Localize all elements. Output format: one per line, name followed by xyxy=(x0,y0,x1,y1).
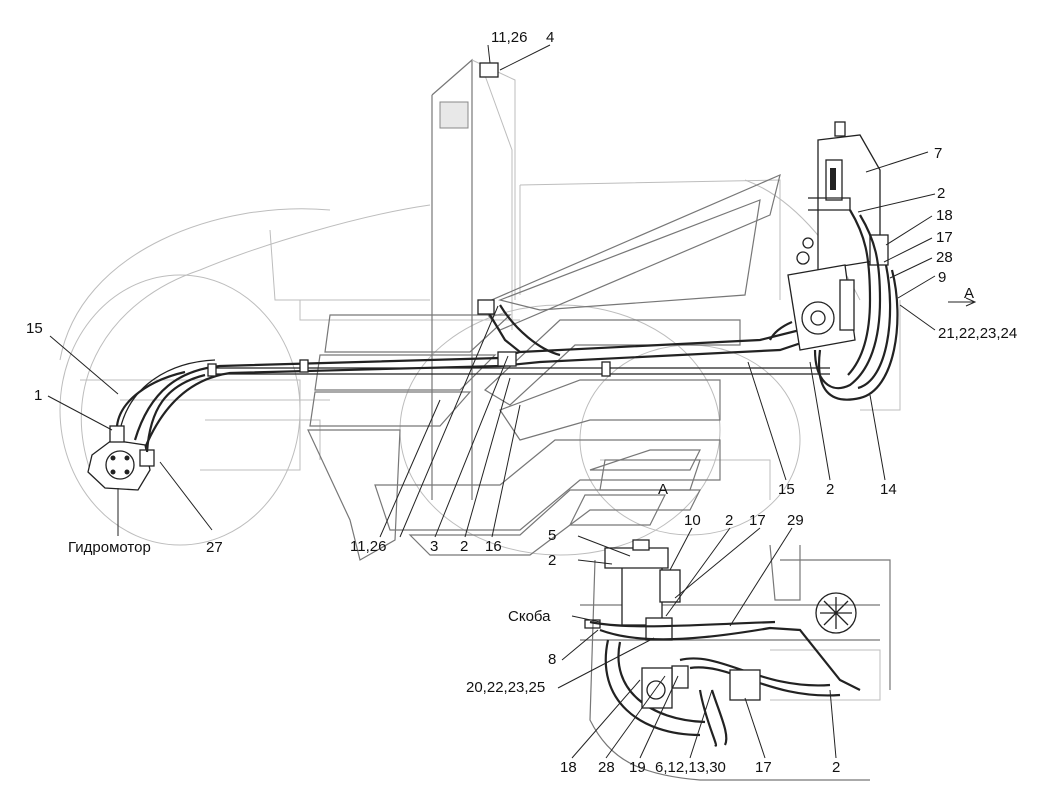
label-19: 19 xyxy=(629,759,646,776)
label-27: 27 xyxy=(206,539,223,556)
label-5: 5 xyxy=(548,527,556,544)
label-11-26-top: 11,26 xyxy=(491,29,527,46)
label-21-22-23-24: 21,22,23,24 xyxy=(938,325,1017,342)
label-6-12-13-30: 6,12,13,30 xyxy=(655,759,726,776)
label-2-detail: 2 xyxy=(725,512,733,529)
label-14: 14 xyxy=(880,481,897,498)
label-17-detail: 17 xyxy=(749,512,766,529)
detail-view-A xyxy=(580,539,891,781)
label-11-26-bottom: 11,26 xyxy=(350,538,386,555)
callout-labels: 11,26 4 7 2 18 17 28 9 А 21,22,23,24 15 … xyxy=(26,29,1017,776)
label-18-top: 18 xyxy=(936,207,953,224)
label-10: 10 xyxy=(684,512,701,529)
label-3: 3 xyxy=(430,538,438,555)
label-2-tank: 2 xyxy=(937,185,945,202)
label-2-pump: 2 xyxy=(826,481,834,498)
label-hydromotor: Гидромотор xyxy=(68,539,151,556)
label-4: 4 xyxy=(546,29,554,46)
label-8: 8 xyxy=(548,651,556,668)
label-view-A: А xyxy=(658,481,668,498)
label-view-A-arrow: А xyxy=(964,285,974,302)
label-29: 29 xyxy=(787,512,804,529)
label-7: 7 xyxy=(934,145,942,162)
label-2-filter: 2 xyxy=(548,552,556,569)
label-17-top: 17 xyxy=(936,229,953,246)
label-1: 1 xyxy=(34,387,42,404)
label-20-22-23-25: 20,22,23,25 xyxy=(466,679,545,696)
label-15-mid: 15 xyxy=(778,481,795,498)
leader-lines xyxy=(47,44,977,759)
hydraulic-pump xyxy=(769,209,899,401)
label-2-mid: 2 xyxy=(460,538,468,555)
label-15-left: 15 xyxy=(26,320,43,337)
cab-pillar xyxy=(431,58,516,500)
main-hose-lines xyxy=(119,304,830,449)
label-28-top: 28 xyxy=(936,249,953,266)
label-17-bottom: 17 xyxy=(755,759,772,776)
oil-tank xyxy=(802,121,889,271)
label-2-bottom: 2 xyxy=(832,759,840,776)
label-9: 9 xyxy=(938,269,946,286)
label-18-bottom: 18 xyxy=(560,759,577,776)
fender-panels xyxy=(307,173,781,561)
label-28-bottom: 28 xyxy=(598,759,615,776)
label-bracket: Скоба xyxy=(508,608,551,625)
hydraulic-motor xyxy=(87,370,206,491)
label-16: 16 xyxy=(485,538,502,555)
